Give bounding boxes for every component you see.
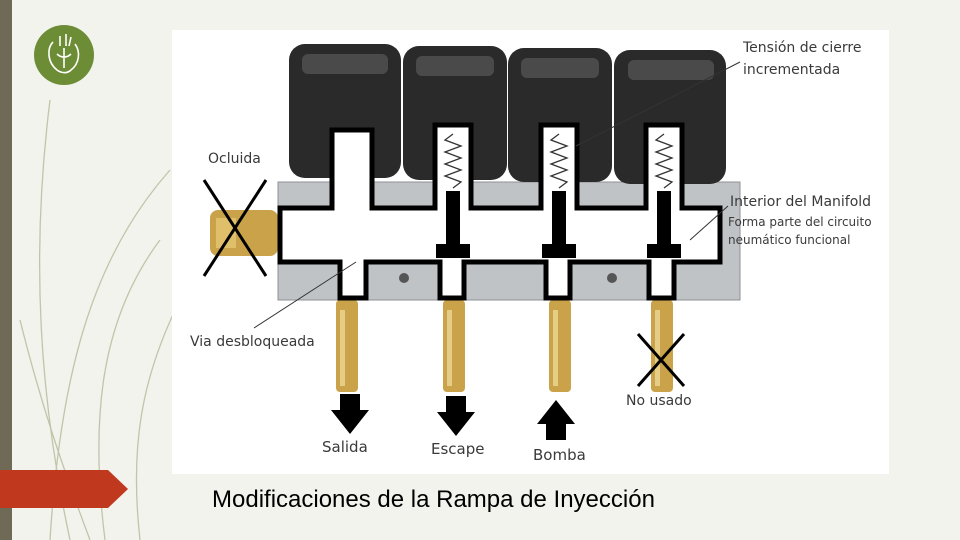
flow-arrows — [331, 394, 575, 440]
label-interior-sub-1: Forma parte del circuito — [728, 215, 872, 229]
label-tension: Tensión de cierre — [743, 40, 862, 56]
decorative-leaf-lines — [19, 99, 181, 540]
label-escape: Escape — [431, 440, 485, 458]
springs — [443, 133, 674, 189]
label-ocluida: Ocluida — [208, 151, 261, 167]
label-salida: Salida — [322, 438, 368, 456]
label-via: Via desbloqueada — [190, 334, 315, 350]
pistons — [436, 191, 681, 258]
heart-anatomy-logo — [34, 25, 94, 85]
left-sidebar-bar — [0, 0, 12, 540]
label-interior-sub-2: neumático funcional — [728, 233, 851, 247]
manifold-figure: Tensión de cierre incrementada Ocluida I… — [172, 30, 889, 474]
slide-caption: Modificaciones de la Rampa de Inyección — [212, 486, 655, 513]
label-interior: Interior del Manifold — [730, 194, 872, 210]
label-bomba: Bomba — [533, 446, 586, 464]
accent-arrow-tab — [0, 470, 128, 508]
leader-lines — [253, 61, 741, 329]
label-tension-2: incrementada — [743, 62, 841, 78]
manifold-interior — [277, 122, 723, 301]
label-no-usado: No usado — [626, 393, 692, 409]
nozzles — [336, 300, 673, 392]
x-marks — [202, 179, 686, 387]
